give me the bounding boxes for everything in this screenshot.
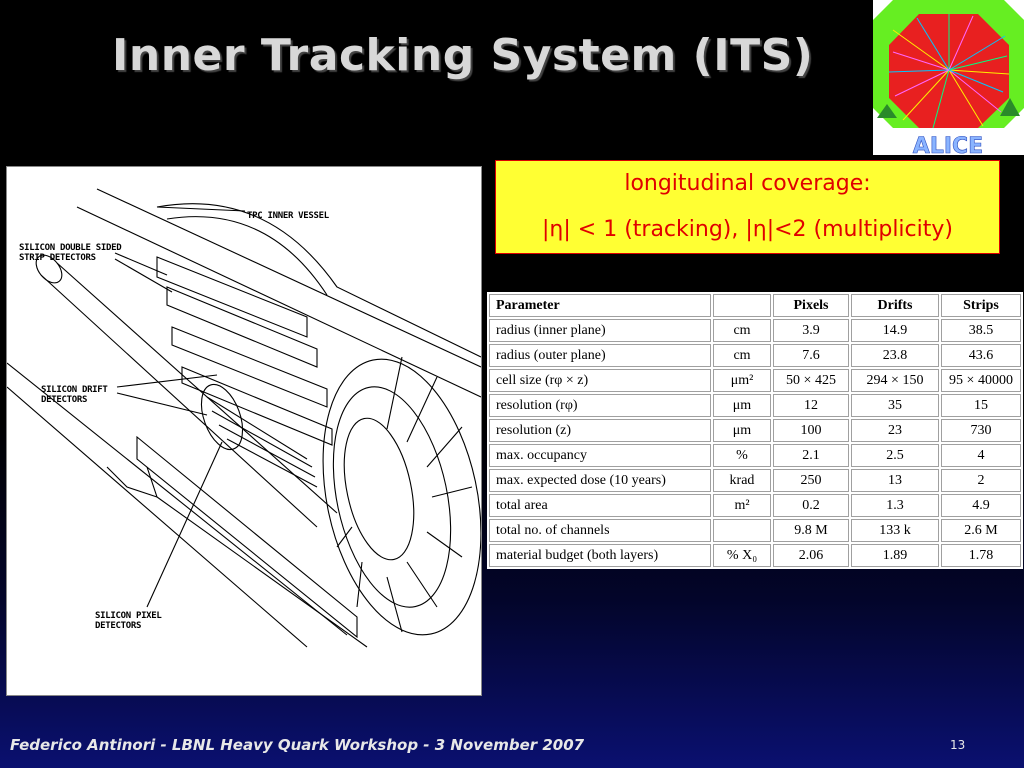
table-cell-drifts: 23 (851, 419, 939, 442)
table-cell-unit: m² (713, 494, 771, 517)
table-cell-unit: krad (713, 469, 771, 492)
table-cell-param: resolution (z) (489, 419, 711, 442)
parameter-table: Parameter Pixels Drifts Strips radius (i… (487, 292, 1023, 569)
table-cell-pixels: 3.9 (773, 319, 849, 342)
header-pixels: Pixels (773, 294, 849, 317)
table-cell-pixels: 250 (773, 469, 849, 492)
table-cell-drifts: 294 × 150 (851, 369, 939, 392)
table-cell-param: material budget (both layers) (489, 544, 711, 567)
table-cell-unit: μm (713, 419, 771, 442)
table-cell-strips: 95 × 40000 (941, 369, 1021, 392)
table-cell-drifts: 133 k (851, 519, 939, 542)
table-cell-unit: μm² (713, 369, 771, 392)
alice-logo-text: ALICE (913, 134, 983, 155)
table-cell-param: radius (inner plane) (489, 319, 711, 342)
table-cell-strips: 2 (941, 469, 1021, 492)
coverage-box: longitudinal coverage: |η| < 1 (tracking… (495, 160, 1000, 254)
table-header-row: Parameter Pixels Drifts Strips (489, 294, 1021, 317)
its-detector-cutaway-icon: TPC INNER VESSEL (6, 188, 482, 648)
slide-title: Inner Tracking System (ITS) (112, 30, 814, 81)
slide-footer: Federico Antinori - LBNL Heavy Quark Wor… (10, 736, 585, 754)
table-cell-unit: % (713, 444, 771, 467)
table-cell-drifts: 2.5 (851, 444, 939, 467)
table-cell-drifts: 14.9 (851, 319, 939, 342)
table-cell-drifts: 1.89 (851, 544, 939, 567)
label-silicon-drift-detectors: SILICON DRIFT DETECTORS (41, 385, 108, 405)
table-cell-param: radius (outer plane) (489, 344, 711, 367)
table-cell-drifts: 35 (851, 394, 939, 417)
table-cell-pixels: 12 (773, 394, 849, 417)
header-drifts: Drifts (851, 294, 939, 317)
table-cell-pixels: 50 × 425 (773, 369, 849, 392)
alice-logo: ALICE (873, 0, 1024, 159)
table-cell-strips: 1.78 (941, 544, 1021, 567)
label-silicon-pixel-detectors: SILICON PIXEL DETECTORS (95, 611, 162, 631)
label-tpc-inner-vessel: TPC INNER VESSEL (247, 211, 330, 221)
table-cell-drifts: 23.8 (851, 344, 939, 367)
table-cell-strips: 43.6 (941, 344, 1021, 367)
table-cell-pixels: 100 (773, 419, 849, 442)
page-number: 13 (950, 738, 966, 752)
table-cell-unit: cm (713, 344, 771, 367)
table-cell-unit (713, 519, 771, 542)
table-cell-param: total area (489, 494, 711, 517)
coverage-line2: |η| < 1 (tracking), |η|<2 (multiplicity) (542, 217, 953, 242)
coverage-line1: longitudinal coverage: (624, 171, 871, 196)
table-cell-unit: % X₀ (713, 544, 771, 567)
table-cell-pixels: 2.06 (773, 544, 849, 567)
table-cell-drifts: 13 (851, 469, 939, 492)
its-detector-diagram: TPC INNER VESSEL SILICON DOUBLE SIDED ST… (6, 166, 482, 696)
table-cell-unit: μm (713, 394, 771, 417)
table-cell-param: cell size (rφ × z) (489, 369, 711, 392)
table-cell-pixels: 7.6 (773, 344, 849, 367)
table-cell-drifts: 1.3 (851, 494, 939, 517)
table-cell-strips: 4.9 (941, 494, 1021, 517)
table-cell-param: max. expected dose (10 years) (489, 469, 711, 492)
label-silicon-strip-detectors: SILICON DOUBLE SIDED STRIP DETECTORS (19, 243, 122, 263)
table-cell-strips: 730 (941, 419, 1021, 442)
table-cell-pixels: 2.1 (773, 444, 849, 467)
alice-logo-icon: ALICE (873, 0, 1024, 159)
table-cell-strips: 2.6 M (941, 519, 1021, 542)
table-cell-strips: 38.5 (941, 319, 1021, 342)
header-unit (713, 294, 771, 317)
table-cell-pixels: 9.8 M (773, 519, 849, 542)
header-parameter: Parameter (489, 294, 711, 317)
table-cell-param: total no. of channels (489, 519, 711, 542)
table-cell-strips: 4 (941, 444, 1021, 467)
table-cell-unit: cm (713, 319, 771, 342)
table-cell-param: resolution (rφ) (489, 394, 711, 417)
header-strips: Strips (941, 294, 1021, 317)
table-cell-strips: 15 (941, 394, 1021, 417)
table-cell-param: max. occupancy (489, 444, 711, 467)
table-cell-pixels: 0.2 (773, 494, 849, 517)
